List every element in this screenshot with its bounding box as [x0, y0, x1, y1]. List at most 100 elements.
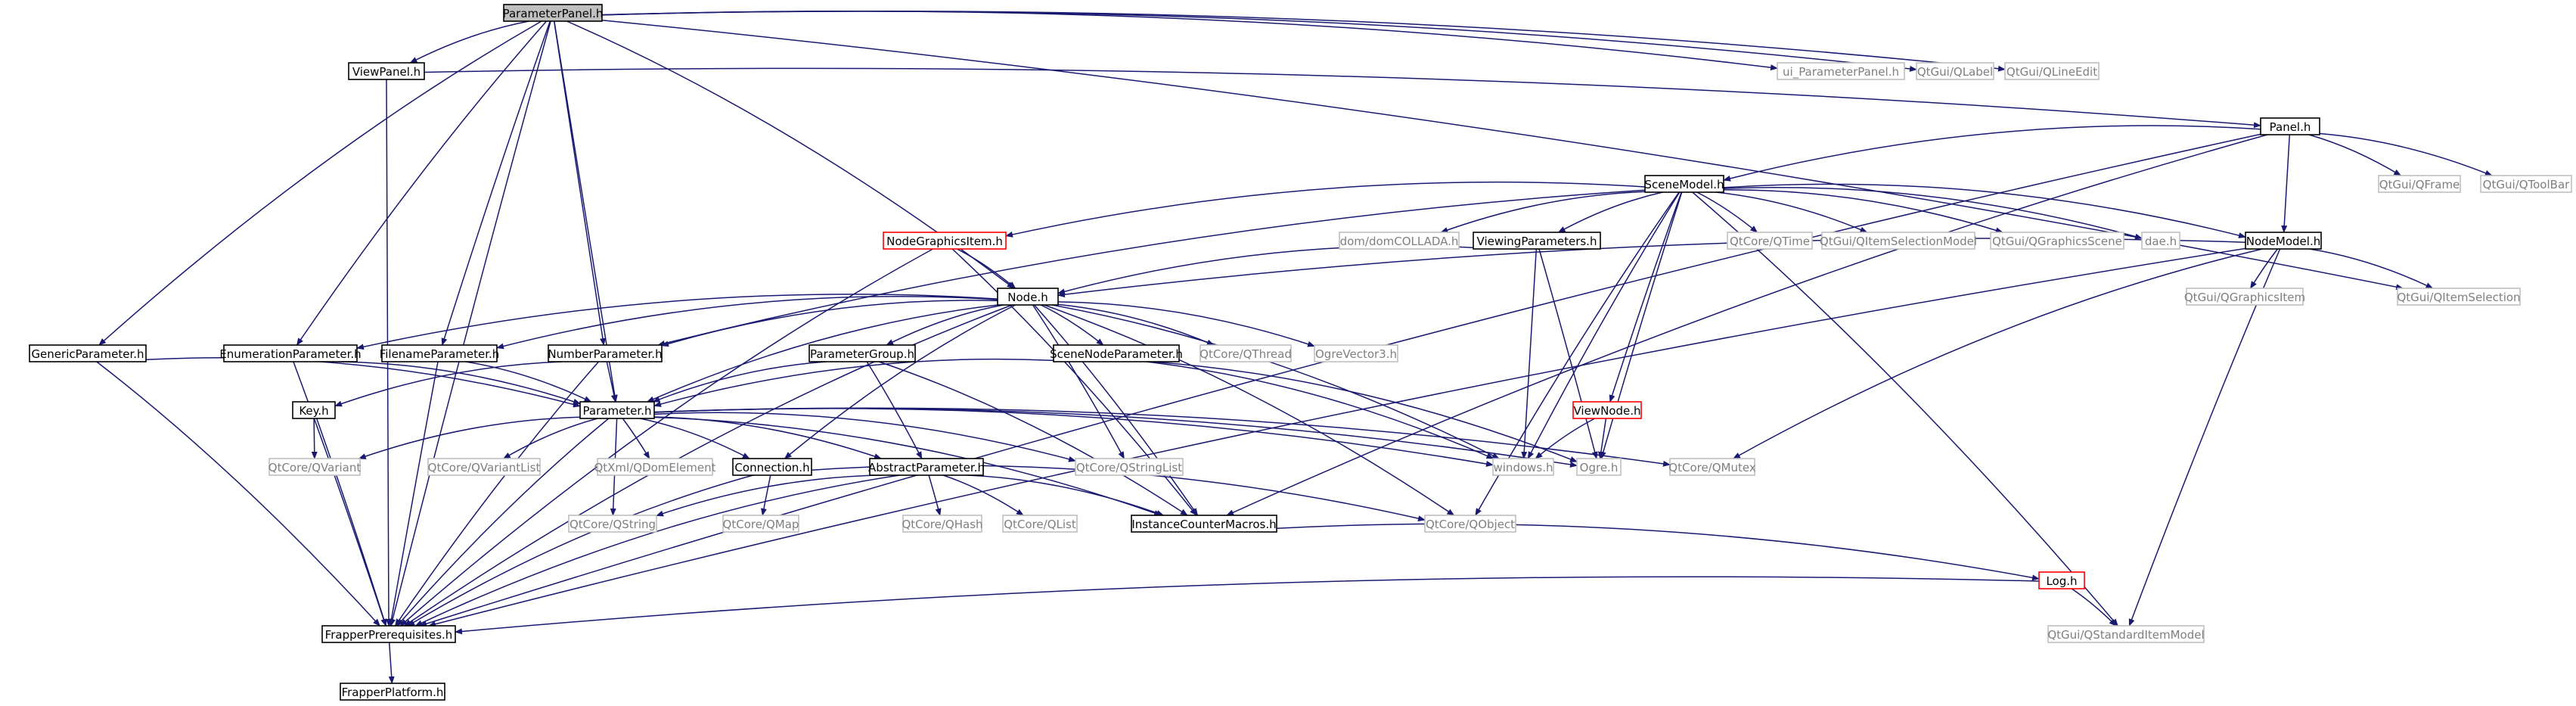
edge-Node_h-to-EnumerationParameter_h	[356, 294, 998, 350]
node-NodeModel_h[interactable]: NodeModel.h	[2245, 232, 2322, 250]
node-box-QtGui_QFrame	[2378, 175, 2461, 193]
edge-Node_h-to-windows_h	[1051, 304, 1500, 459]
node-label-QtCore_QObject: QtCore/QObject	[1426, 518, 1515, 531]
edge-Panel_h-to-InstanceCounterMacros_h	[1226, 134, 2268, 516]
node-box-QtCore_QMap	[722, 515, 799, 533]
node-QtCore_QVariant: QtCore/QVariant	[268, 458, 361, 476]
node-QtCore_QObject: QtCore/QObject	[1424, 515, 1516, 533]
node-label-QtGui_QLabel: QtGui/QLabel	[1917, 65, 1993, 79]
node-QtGui_QItemSelection: QtGui/QItemSelection	[2397, 288, 2521, 306]
node-ParameterGroup_h[interactable]: ParameterGroup.h	[808, 344, 916, 362]
edge-AbstractParameter_h-to-QtCore_QList	[942, 474, 1024, 516]
edge-SceneModel_h-to-ViewingParameters_h	[1557, 191, 1663, 233]
node-InstanceCounterMacros_h[interactable]: InstanceCounterMacros.h	[1131, 515, 1277, 533]
edge-SceneModel_h-to-Ogre_h	[1600, 191, 1683, 459]
node-label-ViewPanel_h: ViewPanel.h	[352, 65, 421, 79]
edge-SceneModel_h-to-QtCore_QTime	[1696, 191, 1758, 233]
edge-ViewingParameters_h-to-windows_h	[1521, 248, 1538, 459]
node-NodeGraphicsItem_h[interactable]: NodeGraphicsItem.h	[883, 232, 1007, 250]
edge-Parameter_h-to-QtXml_QDomElement	[622, 418, 650, 459]
node-Log_h[interactable]: Log.h	[2038, 571, 2085, 589]
node-box-ParameterPanel_h	[503, 4, 603, 22]
node-EnumerationParameter_h[interactable]: EnumerationParameter.h	[219, 344, 362, 362]
edge-Key_h-to-FrapperPrerequisites_h	[315, 418, 387, 627]
edge-AbstractParameter_h-to-QtCore_QHash	[928, 474, 942, 516]
edge-NodeGraphicsItem_h-to-Node_h	[957, 248, 1016, 289]
node-label-AbstractParameter_h: AbstractParameter.h	[868, 461, 985, 474]
edge-GenericParameter_h-to-Parameter_h	[145, 357, 581, 408]
node-label-dae_h: dae.h	[2145, 235, 2177, 248]
node-box-EnumerationParameter_h	[223, 344, 358, 362]
node-label-QtCore_QMap: QtCore/QMap	[723, 518, 799, 531]
edge-SceneNodeParameter_h-to-Ogre_h	[1151, 361, 1578, 462]
node-box-OgreVector3_h	[1314, 344, 1398, 362]
node-Key_h[interactable]: Key.h	[292, 401, 336, 419]
edge-NodeModel_h-to-QtGui_QItemSelection	[2309, 248, 2434, 289]
edge-SceneModel_h-to-ViewNode_h	[1609, 191, 1682, 403]
node-box-QtGui_QLabel	[1916, 62, 1994, 80]
node-QtGui_QItemSelectionModel: QtGui/QItemSelectionModel	[1820, 232, 1977, 250]
edge-SceneModel_h-to-dae_h	[1723, 187, 2143, 240]
edge-Parameter_h-to-QtCore_QVariantList	[502, 418, 598, 459]
node-box-Log_h	[2038, 571, 2085, 589]
node-ViewNode_h[interactable]: ViewNode.h	[1572, 401, 1642, 419]
edge-ParameterGroup_h-to-Parameter_h	[652, 361, 827, 403]
node-ViewPanel_h[interactable]: ViewPanel.h	[348, 62, 425, 80]
node-Node_h[interactable]: Node.h	[997, 288, 1059, 306]
node-box-NumberParameter_h	[548, 344, 663, 362]
node-label-QtCore_QThread: QtCore/QThread	[1200, 347, 1292, 361]
node-label-Key_h: Key.h	[299, 404, 328, 418]
node-label-windows_h: windows.h	[1494, 461, 1553, 474]
node-GenericParameter_h[interactable]: GenericParameter.h	[29, 344, 147, 362]
node-FilenameParameter_h[interactable]: FilenameParameter.h	[380, 344, 500, 362]
node-NumberParameter_h[interactable]: NumberParameter.h	[548, 344, 663, 362]
node-ParameterPanel_h[interactable]: ParameterPanel.h	[503, 4, 604, 22]
node-QtCore_QTime: QtCore/QTime	[1727, 232, 1813, 250]
edge-NodeModel_h-to-QtGui_QGraphicsItem	[2249, 248, 2278, 289]
edge-ParameterPanel_h-to-FrapperPrerequisites_h	[390, 20, 551, 627]
node-label-QtGui_QToolBar: QtGui/QToolBar	[2483, 178, 2570, 191]
node-Connection_h[interactable]: Connection.h	[732, 458, 812, 476]
node-label-FilenameParameter_h: FilenameParameter.h	[380, 347, 500, 361]
node-box-QtCore_QStringList	[1075, 458, 1184, 476]
node-label-QtXml_QDomElement: QtXml/QDomElement	[594, 461, 715, 474]
edge-NodeModel_h-to-QtCore_QMutex	[1732, 248, 2263, 459]
node-QtCore_QMutex: QtCore/QMutex	[1668, 458, 1756, 476]
node-QtCore_QMap: QtCore/QMap	[722, 515, 799, 533]
node-box-SceneModel_h	[1644, 175, 1724, 193]
node-AbstractParameter_h[interactable]: AbstractParameter.h	[868, 458, 985, 476]
edge-NumberParameter_h-to-Key_h	[334, 361, 563, 407]
node-label-NumberParameter_h: NumberParameter.h	[548, 347, 662, 361]
node-Parameter_h[interactable]: Parameter.h	[579, 401, 655, 419]
node-FrapperPrerequisites_h[interactable]: FrapperPrerequisites.h	[321, 625, 456, 643]
node-box-ui_ParameterPanel_h	[1777, 62, 1905, 80]
edge-FilenameParameter_h-to-FrapperPrerequisites_h	[388, 361, 439, 627]
node-label-QtGui_QItemSelection: QtGui/QItemSelection	[2397, 291, 2520, 304]
edge-NumberParameter_h-to-FrapperPrerequisites_h	[394, 361, 600, 627]
edge-Parameter_h-to-AbstractParameter_h	[653, 416, 882, 459]
node-dae_h: dae.h	[2141, 232, 2180, 250]
edge-Parameter_h-to-FrapperPrerequisites_h	[396, 418, 610, 627]
node-label-Panel_h: Panel.h	[2270, 120, 2311, 134]
node-box-QtXml_QDomElement	[597, 458, 713, 476]
node-box-Connection_h	[732, 458, 812, 476]
node-box-QtGui_QStandardItemModel	[2047, 625, 2205, 643]
node-Panel_h[interactable]: Panel.h	[2260, 117, 2320, 135]
edge-SceneNodeParameter_h-to-Parameter_h	[653, 358, 1054, 407]
node-FrapperPlatform_h[interactable]: FrapperPlatform.h	[340, 683, 445, 701]
node-label-Parameter_h: Parameter.h	[583, 404, 652, 418]
node-box-QtCore_QObject	[1424, 515, 1516, 533]
node-SceneNodeParameter_h[interactable]: SceneNodeParameter.h	[1050, 344, 1183, 362]
node-ViewingParameters_h[interactable]: ViewingParameters.h	[1473, 232, 1601, 250]
edge-Node_h-to-Connection_h	[784, 304, 1016, 459]
node-label-dom_domCOLLADA_h: dom/domCOLLADA.h	[1340, 235, 1459, 248]
node-label-ViewNode_h: ViewNode.h	[1573, 404, 1640, 418]
edge-ParameterPanel_h-to-ViewPanel_h	[409, 20, 529, 64]
node-SceneModel_h[interactable]: SceneModel.h	[1644, 175, 1724, 193]
edge-SceneModel_h-to-NodeGraphicsItem_h	[1005, 181, 1646, 238]
node-label-NodeGraphicsItem_h: NodeGraphicsItem.h	[886, 235, 1003, 248]
edge-Log_h-to-FrapperPrerequisites_h	[455, 576, 2040, 635]
node-label-OgreVector3_h: OgreVector3.h	[1315, 347, 1397, 361]
